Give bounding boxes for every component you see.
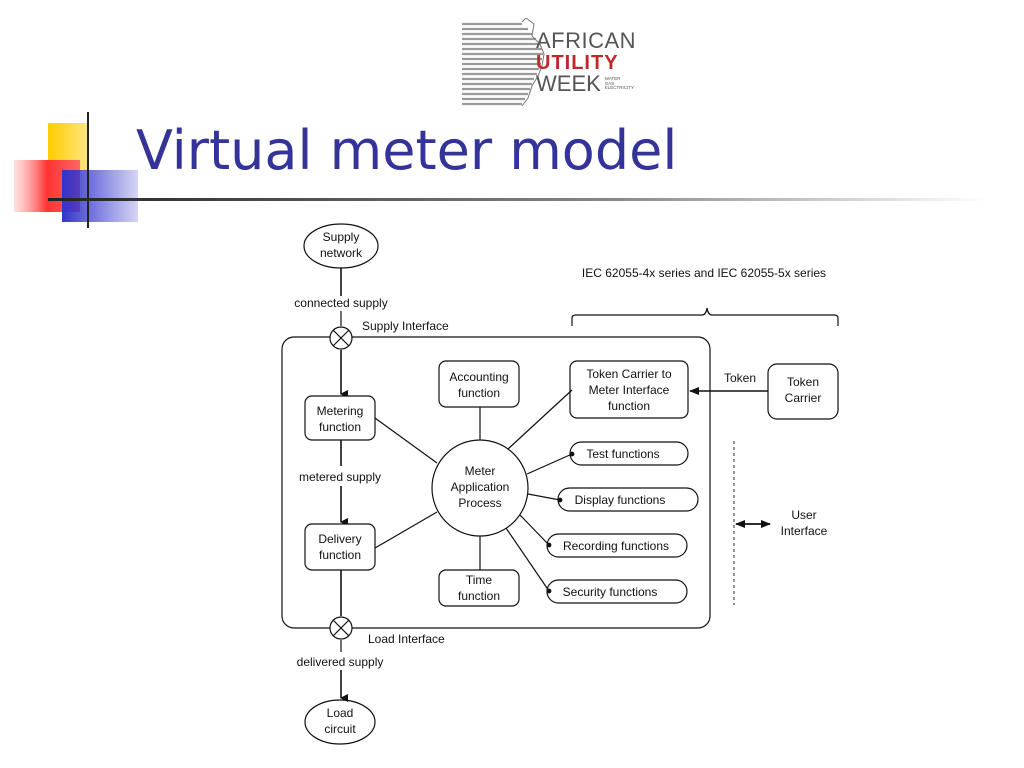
security-functions-label: Security functions [563, 585, 658, 599]
logo-subtag-water: WATER [604, 75, 621, 81]
load-circuit-label-2: circuit [324, 722, 356, 736]
load-circuit-label-1: Load [327, 706, 354, 720]
logo-line-week: WEEK WATER GAS ELECTRICITY [536, 73, 636, 95]
connected-supply-label: connected supply [294, 296, 387, 310]
user-interface-label-2: Interface [781, 524, 828, 538]
display-functions-label: Display functions [575, 493, 666, 507]
logo-subtag-electricity: ELECTRICITY [604, 85, 635, 91]
delivery-function-label-2: function [319, 548, 361, 562]
slide-title: Virtual meter model [136, 119, 678, 182]
token-interface-box [569, 360, 689, 419]
supply-interface-symbol [329, 326, 353, 350]
time-function-box [438, 569, 520, 607]
logo-subtag-gas: GAS [604, 80, 615, 86]
delivery-function-box [304, 523, 376, 571]
meter-app-label-1: Meter [465, 464, 496, 478]
logo-week-word: WEEK [536, 71, 601, 96]
user-interface-label-1: User [791, 508, 816, 522]
african-utility-week-logo: AFRICAN UTILITY WEEK WATER GAS ELECTRICI… [462, 18, 644, 106]
title-underline [48, 198, 988, 201]
delivered-supply-label: delivered supply [297, 655, 384, 669]
metered-supply-label: metered supply [299, 470, 381, 484]
supply-network-label-2: network [320, 246, 363, 260]
deco-blue-square [62, 170, 138, 222]
token-carrier-label-1: Token [787, 375, 819, 389]
metering-function-label-1: Metering [317, 404, 364, 418]
logo-line-utility: UTILITY [536, 52, 619, 74]
metering-function-label-2: function [319, 420, 361, 434]
corner-decoration [14, 112, 138, 228]
iec-series-label: IEC 62055-4x series and IEC 62055-5x ser… [582, 266, 826, 280]
token-interface-label-1: Token Carrier to [586, 367, 672, 381]
recording-functions-label: Recording functions [563, 539, 669, 553]
iec-series-brace [571, 307, 839, 326]
supply-interface-label: Supply Interface [362, 319, 449, 333]
load-interface-label: Load Interface [368, 632, 445, 646]
accounting-function-label-2: function [458, 386, 500, 400]
africa-map-icon [462, 18, 545, 106]
logo-subtags: WATER GAS ELECTRICITY [604, 75, 635, 92]
delivery-function-label-1: Delivery [318, 532, 361, 546]
meter-boundary [281, 336, 711, 629]
meter-app-label-3: Process [458, 496, 501, 510]
token-interface-label-3: function [608, 399, 650, 413]
accounting-function-box [438, 360, 520, 408]
token-carrier-label-2: Carrier [785, 391, 822, 405]
time-function-label-2: function [458, 589, 500, 603]
test-functions-label: Test functions [586, 447, 659, 461]
token-interface-label-2: Meter Interface [589, 383, 670, 397]
meter-app-label-2: Application [451, 480, 510, 494]
load-interface-symbol [329, 616, 353, 640]
accounting-function-label-1: Accounting [449, 370, 508, 384]
logo-line-african: AFRICAN [536, 28, 637, 53]
token-arrow-label: Token [724, 371, 756, 385]
time-function-label-1: Time [466, 573, 493, 587]
supply-network-label-1: Supply [323, 230, 360, 244]
